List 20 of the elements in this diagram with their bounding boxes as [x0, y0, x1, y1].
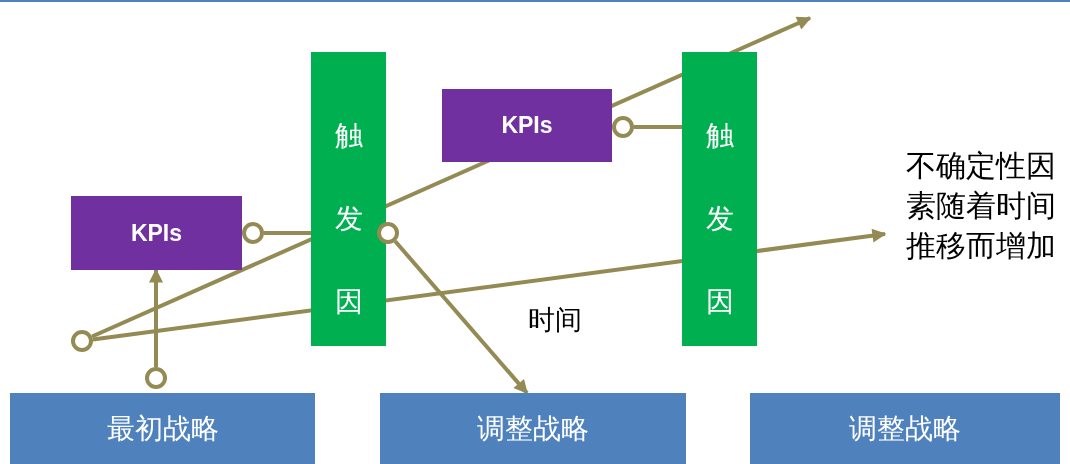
strategy-label: 最初战略 — [106, 410, 219, 447]
arrow — [393, 240, 529, 395]
axis-label: 时间 — [528, 303, 582, 337]
strategy-box — [380, 393, 686, 464]
connector-line — [264, 231, 311, 235]
kpi-box — [71, 196, 242, 270]
arrow — [149, 268, 163, 367]
kpi-label: KPIs — [130, 218, 183, 248]
trigger-label: 触发因 — [334, 118, 363, 320]
note-text: 不确定性因素随着时间推移而增加 — [906, 147, 1057, 265]
strategy-label: 调整战略 — [477, 410, 589, 447]
trigger-bar — [311, 52, 386, 346]
trigger-label: 触发因 — [705, 118, 734, 320]
kpi-label: KPIs — [501, 111, 553, 141]
kpi-box — [442, 89, 612, 162]
connector-line — [634, 125, 682, 129]
strategy-label: 调整战略 — [849, 410, 961, 447]
strategy-box — [10, 393, 315, 464]
strategy-box — [750, 393, 1060, 464]
trigger-bar — [682, 52, 757, 346]
